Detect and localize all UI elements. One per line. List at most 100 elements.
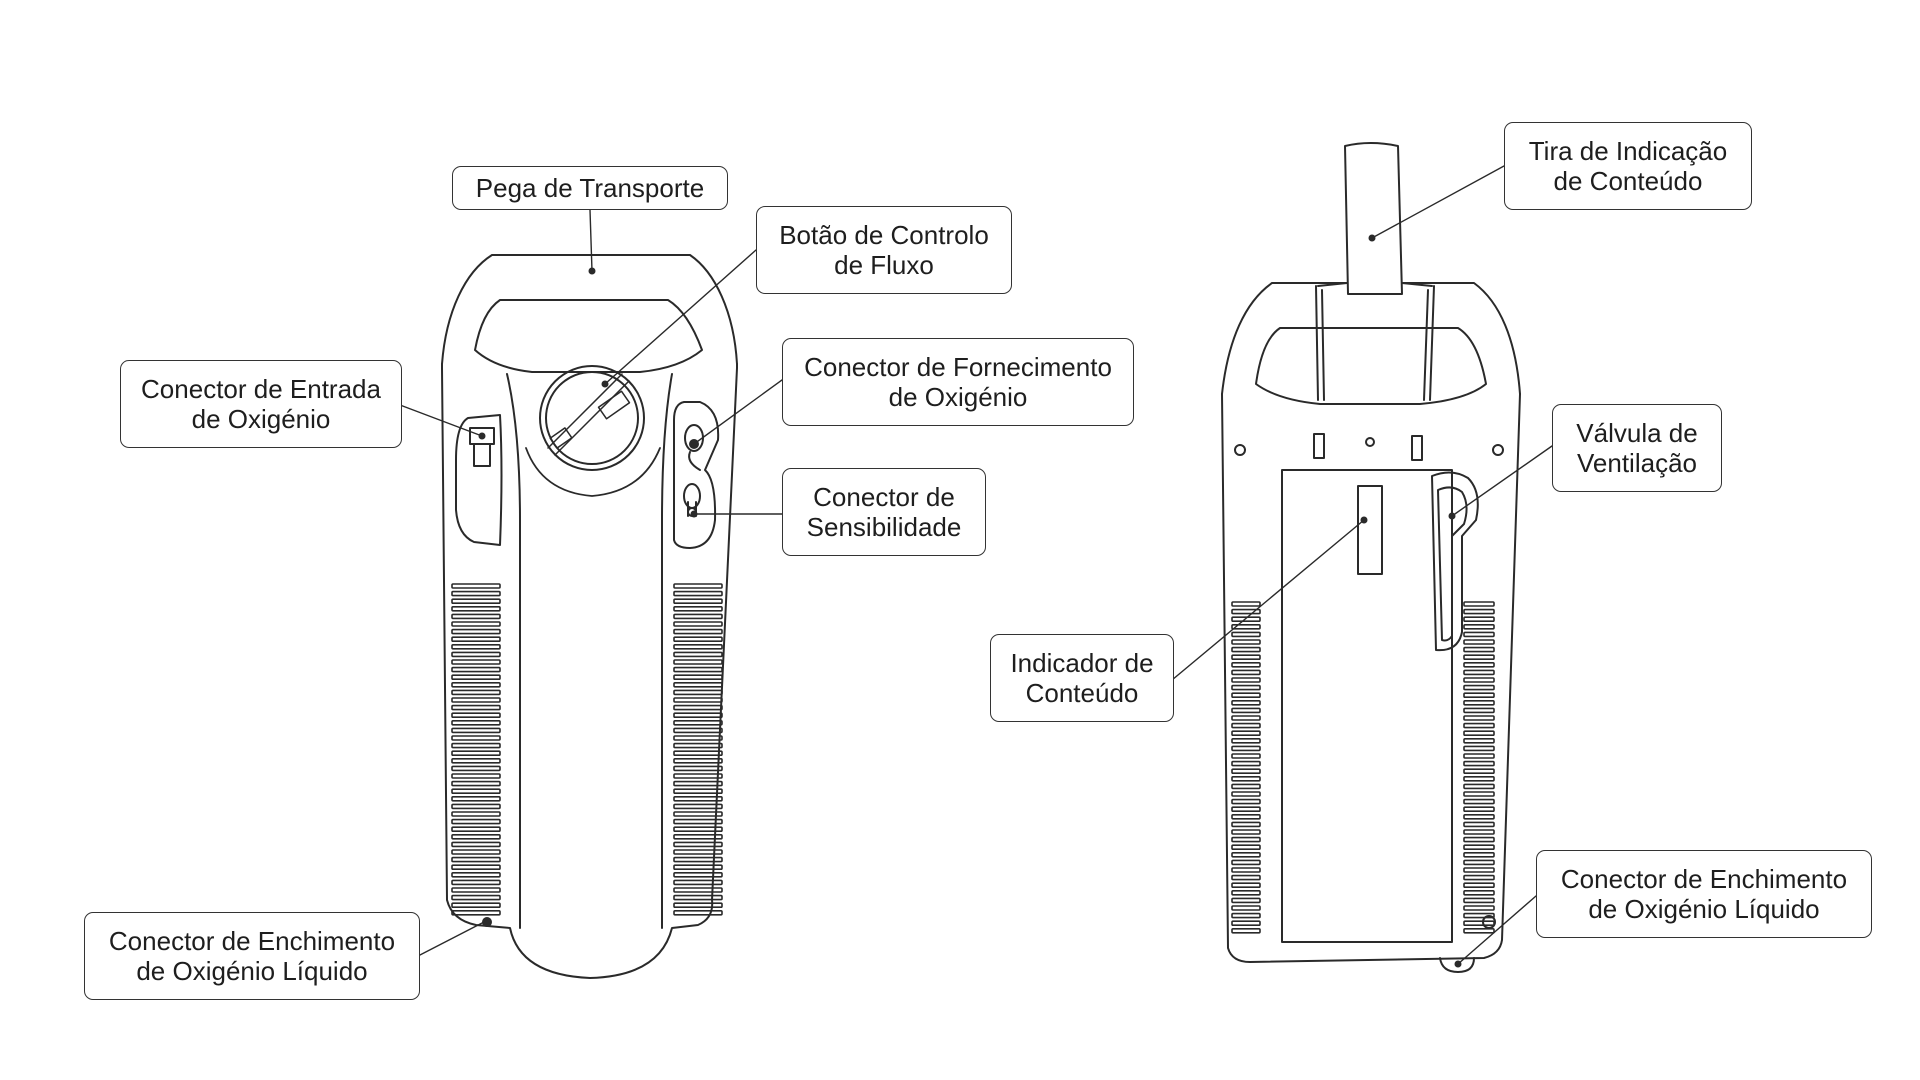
vent-slot xyxy=(1231,631,1261,638)
vent-slot xyxy=(451,583,501,589)
flow-control-dial xyxy=(525,365,661,497)
leader-enchimento-tras xyxy=(1457,895,1537,965)
vent-slot xyxy=(1463,791,1495,797)
vent-slot xyxy=(1463,813,1495,820)
vent-slot xyxy=(1463,829,1495,835)
vent-slot xyxy=(1231,775,1261,782)
vent-slot xyxy=(451,651,501,658)
vent-slot xyxy=(673,811,723,817)
vent-slot xyxy=(1231,616,1261,623)
vent-slot xyxy=(451,689,501,696)
vent-slot xyxy=(451,879,501,886)
vent-slot xyxy=(1231,798,1261,805)
back-screw-left xyxy=(1234,444,1246,456)
back-vent-slots-right xyxy=(1463,601,1495,934)
vent-slot xyxy=(1463,912,1495,919)
vent-slot xyxy=(451,674,501,681)
vent-slot xyxy=(1231,646,1261,653)
vent-valve-housing xyxy=(1431,471,1479,652)
vent-slot xyxy=(1463,677,1495,683)
vent-slot xyxy=(673,590,723,597)
vent-slot xyxy=(451,636,501,643)
vent-slot xyxy=(1463,897,1495,904)
vent-slot xyxy=(1231,829,1261,835)
vent-slot xyxy=(1231,844,1261,851)
vent-slot xyxy=(1231,745,1261,752)
vent-slot xyxy=(451,598,501,605)
vent-slot xyxy=(673,750,723,757)
vent-slot xyxy=(673,636,723,643)
vent-slot xyxy=(451,864,501,871)
callout-pega-transporte: Pega de Transporte xyxy=(452,166,728,210)
vent-slot xyxy=(451,643,501,650)
vent-slot xyxy=(673,719,723,726)
vent-slot xyxy=(1231,639,1261,645)
vent-slot xyxy=(451,621,501,627)
vent-slot xyxy=(1231,707,1261,714)
vent-slot xyxy=(1231,851,1261,858)
vent-slot xyxy=(1231,737,1261,744)
vent-slot xyxy=(1231,920,1261,927)
vent-slot xyxy=(673,621,723,627)
vent-slot xyxy=(1463,798,1495,805)
vent-slot xyxy=(1231,722,1261,729)
back-label-panel xyxy=(1281,469,1453,943)
vent-slot xyxy=(1463,737,1495,744)
back-clip-left xyxy=(1313,433,1325,459)
label-line: Conteúdo xyxy=(1025,678,1139,708)
vent-slot xyxy=(673,598,723,605)
leader-lines xyxy=(399,165,1553,968)
vent-slot xyxy=(451,605,501,612)
vent-slot xyxy=(1231,684,1261,691)
vent-slot xyxy=(1231,699,1261,706)
vent-slot xyxy=(451,590,501,597)
label-line: de Conteúdo xyxy=(1553,166,1703,196)
vent-slot xyxy=(451,666,501,673)
vent-slot xyxy=(1231,889,1261,896)
vent-slot xyxy=(451,849,501,855)
vent-slot xyxy=(451,902,501,909)
vent-slot xyxy=(673,902,723,909)
vent-slot xyxy=(451,856,501,863)
callout-conector-enchimento-tras: Conector de Enchimento de Oxigénio Líqui… xyxy=(1536,850,1872,938)
vent-slot xyxy=(1231,867,1261,873)
vent-slot xyxy=(673,666,723,673)
vent-slot xyxy=(1231,753,1261,759)
front-vent-slots-left xyxy=(451,583,501,916)
leader-enchimento-frente xyxy=(417,921,485,957)
front-body-outline xyxy=(441,363,738,979)
vent-slot xyxy=(1231,677,1261,683)
vent-slot xyxy=(673,643,723,650)
label-line: Válvula de xyxy=(1576,418,1698,448)
label-line: Conector de Entrada xyxy=(141,374,381,404)
vent-slot xyxy=(1231,608,1261,615)
vent-slot xyxy=(451,887,501,893)
vent-slot xyxy=(451,704,501,711)
callout-conector-sensibilidade: Conector de Sensibilidade xyxy=(782,468,986,556)
vent-slot xyxy=(1463,768,1495,775)
vent-slot xyxy=(1463,859,1495,866)
vent-slot xyxy=(1231,768,1261,775)
vent-slot xyxy=(673,887,723,893)
label-line: Conector de Enchimento xyxy=(1560,864,1848,894)
vent-slot xyxy=(1463,608,1495,615)
leader-pega-transporte xyxy=(589,209,593,272)
vent-slot xyxy=(451,750,501,757)
vent-slot xyxy=(673,742,723,749)
back-handle-opening xyxy=(1255,327,1487,405)
vent-slot xyxy=(451,757,501,764)
callout-valvula-ventilacao: Válvula de Ventilação xyxy=(1552,404,1722,492)
vent-slot xyxy=(451,735,501,741)
vent-slot xyxy=(673,689,723,696)
back-screw-right xyxy=(1492,444,1504,456)
vent-slot xyxy=(451,613,501,620)
vent-slot xyxy=(673,849,723,855)
vent-slot xyxy=(451,628,501,635)
vent-slot xyxy=(673,757,723,764)
vent-slot xyxy=(673,773,723,779)
vent-slot xyxy=(1463,639,1495,645)
back-bottom-screw xyxy=(1482,915,1496,929)
vent-slot xyxy=(1231,927,1261,934)
